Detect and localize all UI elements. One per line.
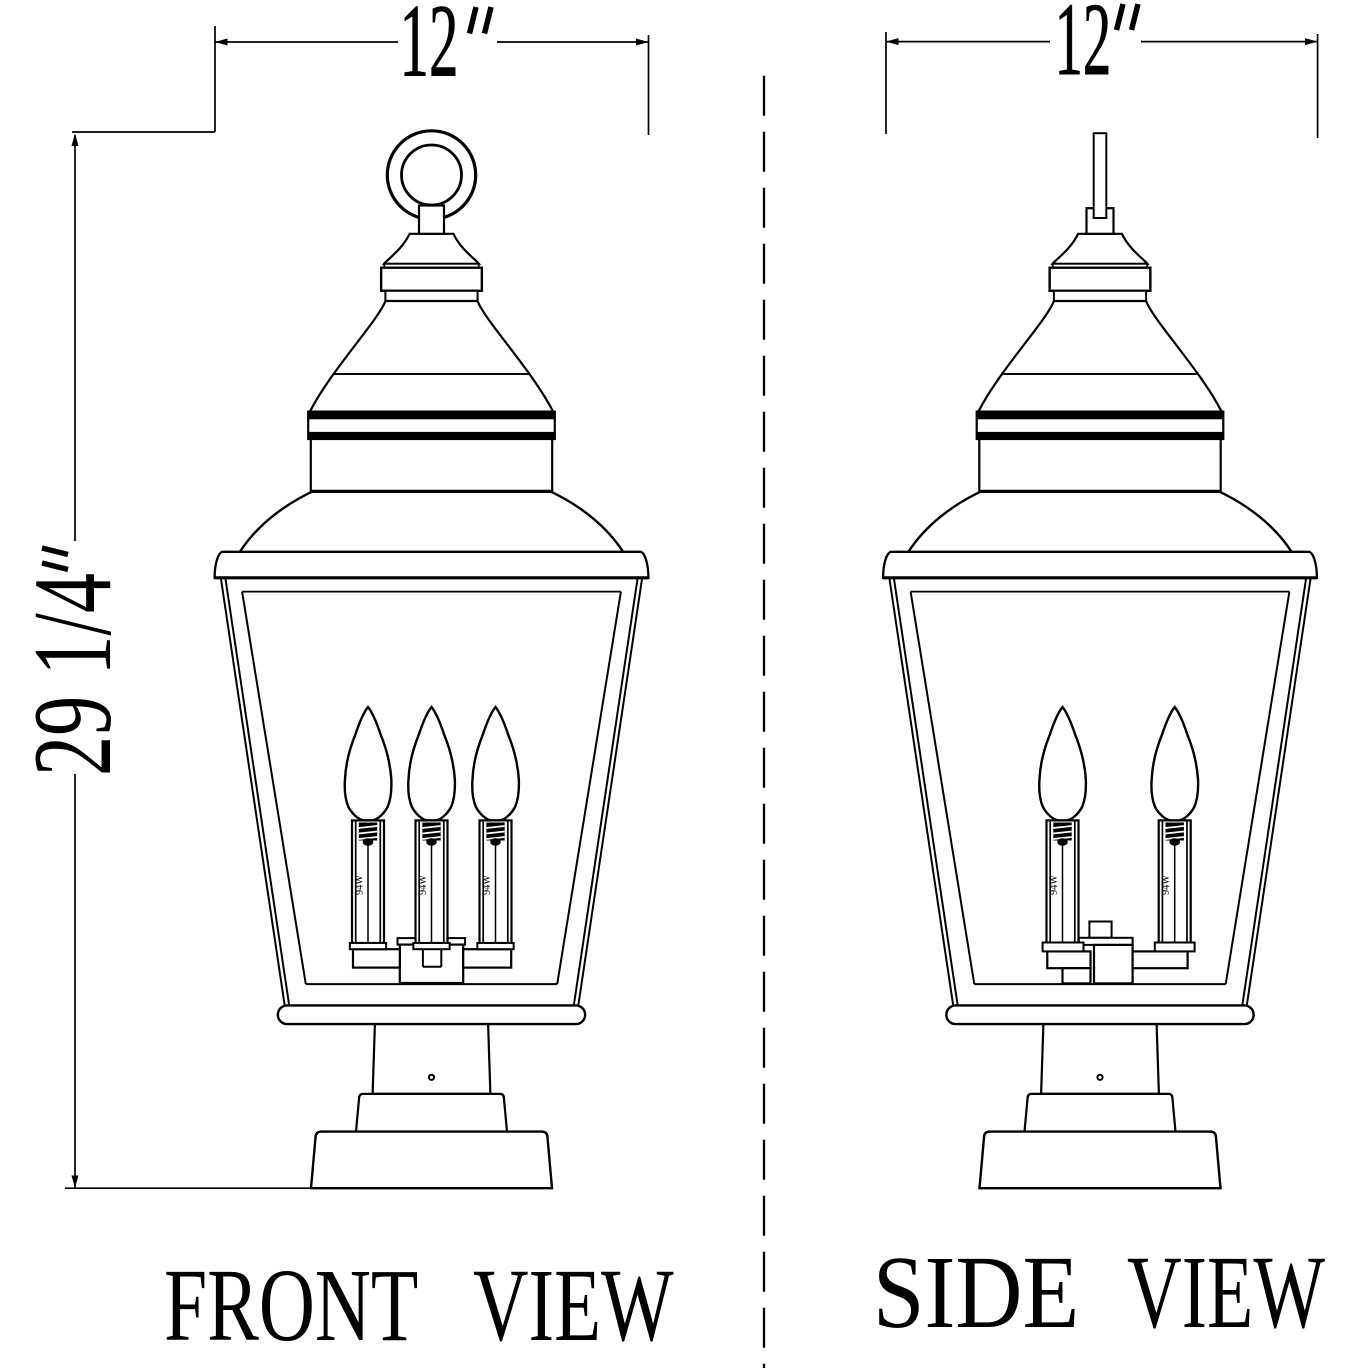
svg-text:12: 12 xyxy=(400,0,459,99)
svg-text:SIDE: SIDE xyxy=(873,1235,1079,1350)
svg-text:12: 12 xyxy=(1055,0,1112,97)
svg-text:29 1/4: 29 1/4 xyxy=(11,573,135,776)
svg-text:VIEW: VIEW xyxy=(473,1248,674,1363)
svg-text:VIEW: VIEW xyxy=(1127,1235,1325,1350)
svg-text:FRONT: FRONT xyxy=(164,1248,418,1363)
